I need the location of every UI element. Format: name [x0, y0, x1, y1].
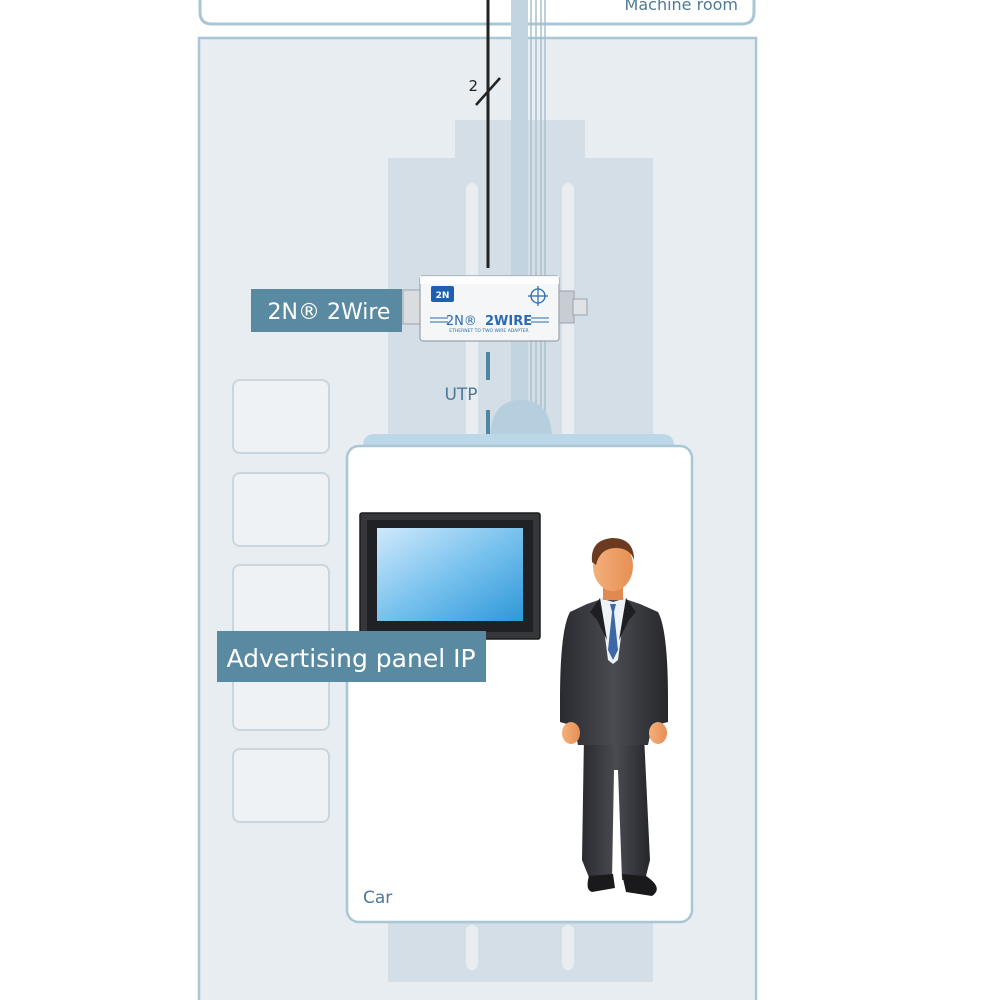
twowire-tag: [251, 289, 402, 332]
two-wire-line: 2: [468, 0, 501, 268]
landing-door: [232, 472, 330, 547]
car-roof: [363, 434, 674, 446]
twowire-tag-label: 2N® 2Wire: [268, 300, 391, 325]
brand-logo-text: 2N: [436, 291, 450, 301]
twowire-adapter: 2N 2N® 2WIRE ETHERNET TO TWO WIRE ADAPTE…: [402, 275, 588, 342]
landing-door: [232, 379, 330, 454]
compass-icon: [528, 286, 548, 306]
svg-text:2N® 2WIRE: 2N® 2WIRE: [446, 310, 532, 329]
device-name-bold: 2WIRE: [485, 314, 532, 329]
device-subtitle: ETHERNET TO TWO WIRE ADAPTER: [449, 328, 528, 334]
passenger-figure: [560, 538, 668, 896]
machine-room: Machine room: [198, 0, 756, 26]
machine-room-label: Machine room: [625, 0, 738, 14]
utp-label: UTP: [444, 385, 477, 405]
wire-count-label: 2: [468, 77, 478, 95]
device-name-light: 2N®: [446, 314, 477, 329]
landing-doors: [232, 379, 330, 823]
car-label: Car: [363, 888, 392, 908]
panel-tag-label: Advertising panel IP: [226, 644, 475, 673]
brand-logo: [431, 286, 454, 302]
landing-door: [232, 564, 330, 639]
panel-tag: [217, 631, 486, 682]
panel-screen: [377, 528, 523, 621]
landing-door: [232, 748, 330, 823]
advertising-panel: [359, 512, 541, 640]
